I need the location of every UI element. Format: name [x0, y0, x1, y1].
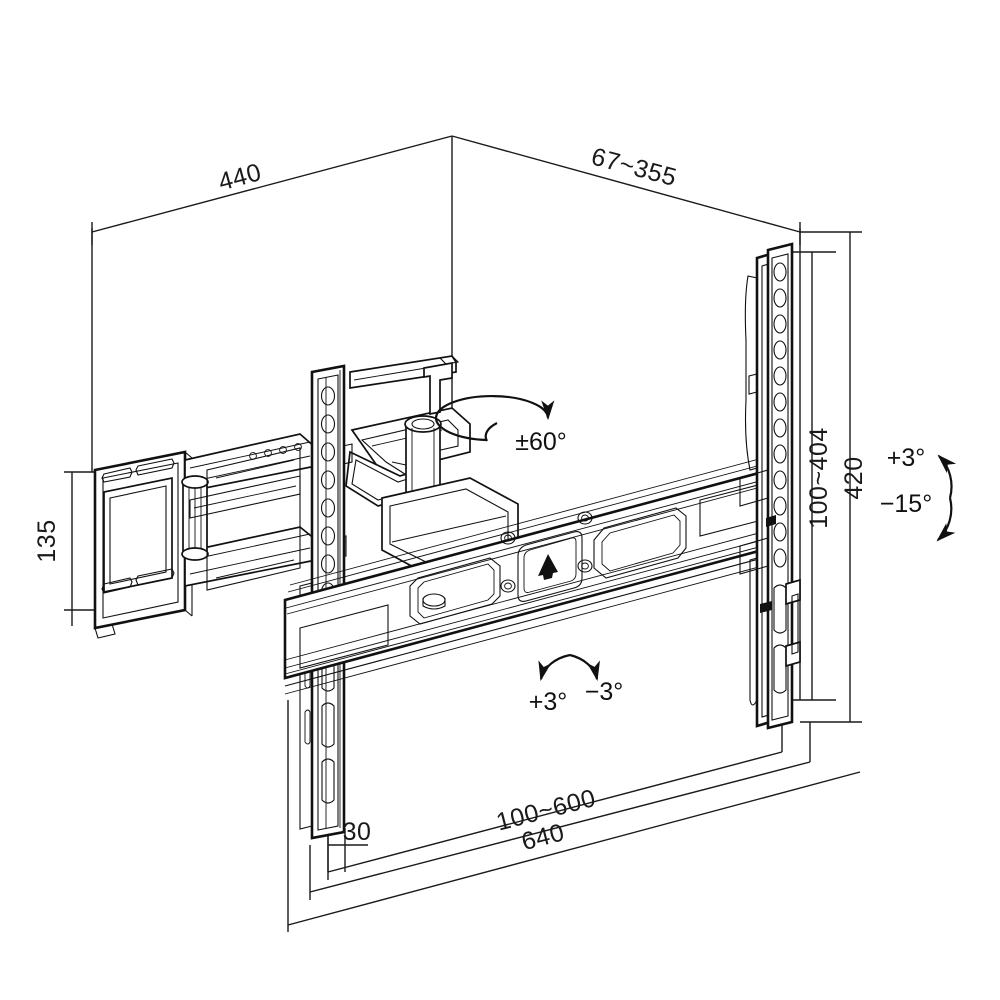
dimension-label-vesa-vertical: 100~404	[805, 427, 833, 529]
right-rail-bracket	[739, 469, 769, 575]
horizontal-tv-rail	[283, 454, 775, 695]
tilt-angle-annotation	[936, 454, 957, 542]
lower-rail-segment	[189, 475, 301, 519]
swivel-rotation-arrow	[434, 394, 555, 442]
roll-angle-annotation	[538, 653, 600, 682]
right-wall-rail	[744, 242, 801, 730]
roll-rotation-arrow-left	[538, 653, 571, 682]
dimension-label-rail-height: 420	[840, 456, 868, 499]
angle-label-swivel: ±60°	[515, 428, 567, 456]
left-mounting-plate	[93, 450, 193, 639]
roll-rotation-arrow-right	[569, 653, 600, 682]
angle-label-tilt-down: −15°	[880, 490, 932, 518]
angle-label-roll-positive: +3°	[529, 688, 568, 716]
dimension-label-plate-height: 135	[33, 519, 61, 562]
swivel-angle-annotation	[434, 394, 555, 442]
dimension-label-wall-offset: 67~355	[588, 142, 679, 192]
perspective-dimension-box	[91, 135, 801, 700]
tilt-rotation-arrow-up	[937, 454, 957, 499]
dimension-label-bracket-offset: 30	[343, 818, 372, 846]
dimension-rail-heights	[790, 231, 862, 723]
angle-label-roll-negative: −3°	[585, 678, 624, 706]
dimension-label-depth: 440	[215, 158, 264, 196]
angle-label-tilt-up: +3°	[887, 444, 926, 472]
tilt-rotation-arrow-down	[936, 497, 956, 542]
